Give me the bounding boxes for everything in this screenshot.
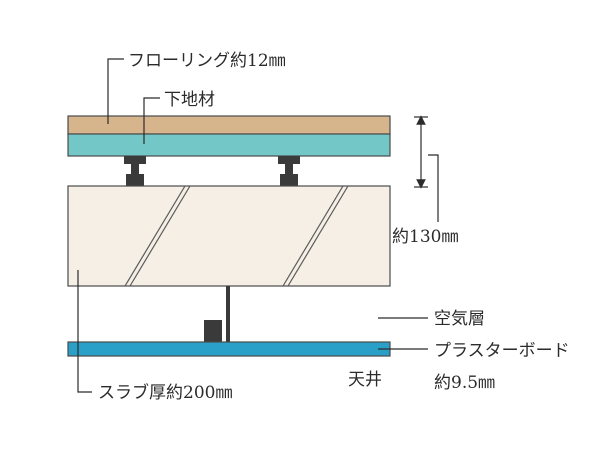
plasterboard-label: プラスターボード xyxy=(434,341,570,361)
ceiling-hanger-block xyxy=(204,320,222,342)
subfloor-label: 下地材 xyxy=(164,90,215,110)
slab-label: スラブ厚約200㎜ xyxy=(98,382,232,403)
air-layer-label: 空気層 xyxy=(434,309,485,329)
subfloor-layer xyxy=(67,133,391,157)
concrete-slab xyxy=(67,185,391,287)
support-leg-right xyxy=(278,156,300,186)
flooring-label: フローリング約12㎜ xyxy=(128,51,286,71)
ceiling-hanger-rod xyxy=(226,286,230,342)
leader-lines xyxy=(77,58,428,393)
support-leg-left xyxy=(124,156,146,186)
plasterboard-layer xyxy=(67,341,391,357)
plasterboard-thickness-label: 約9.5㎜ xyxy=(434,373,495,393)
total-thickness-label: 約130㎜ xyxy=(392,227,458,247)
ceiling-label: 天井 xyxy=(348,370,382,390)
dimension-leader xyxy=(428,154,439,222)
slab-break-marks xyxy=(124,185,349,287)
flooring-layer xyxy=(67,115,391,135)
